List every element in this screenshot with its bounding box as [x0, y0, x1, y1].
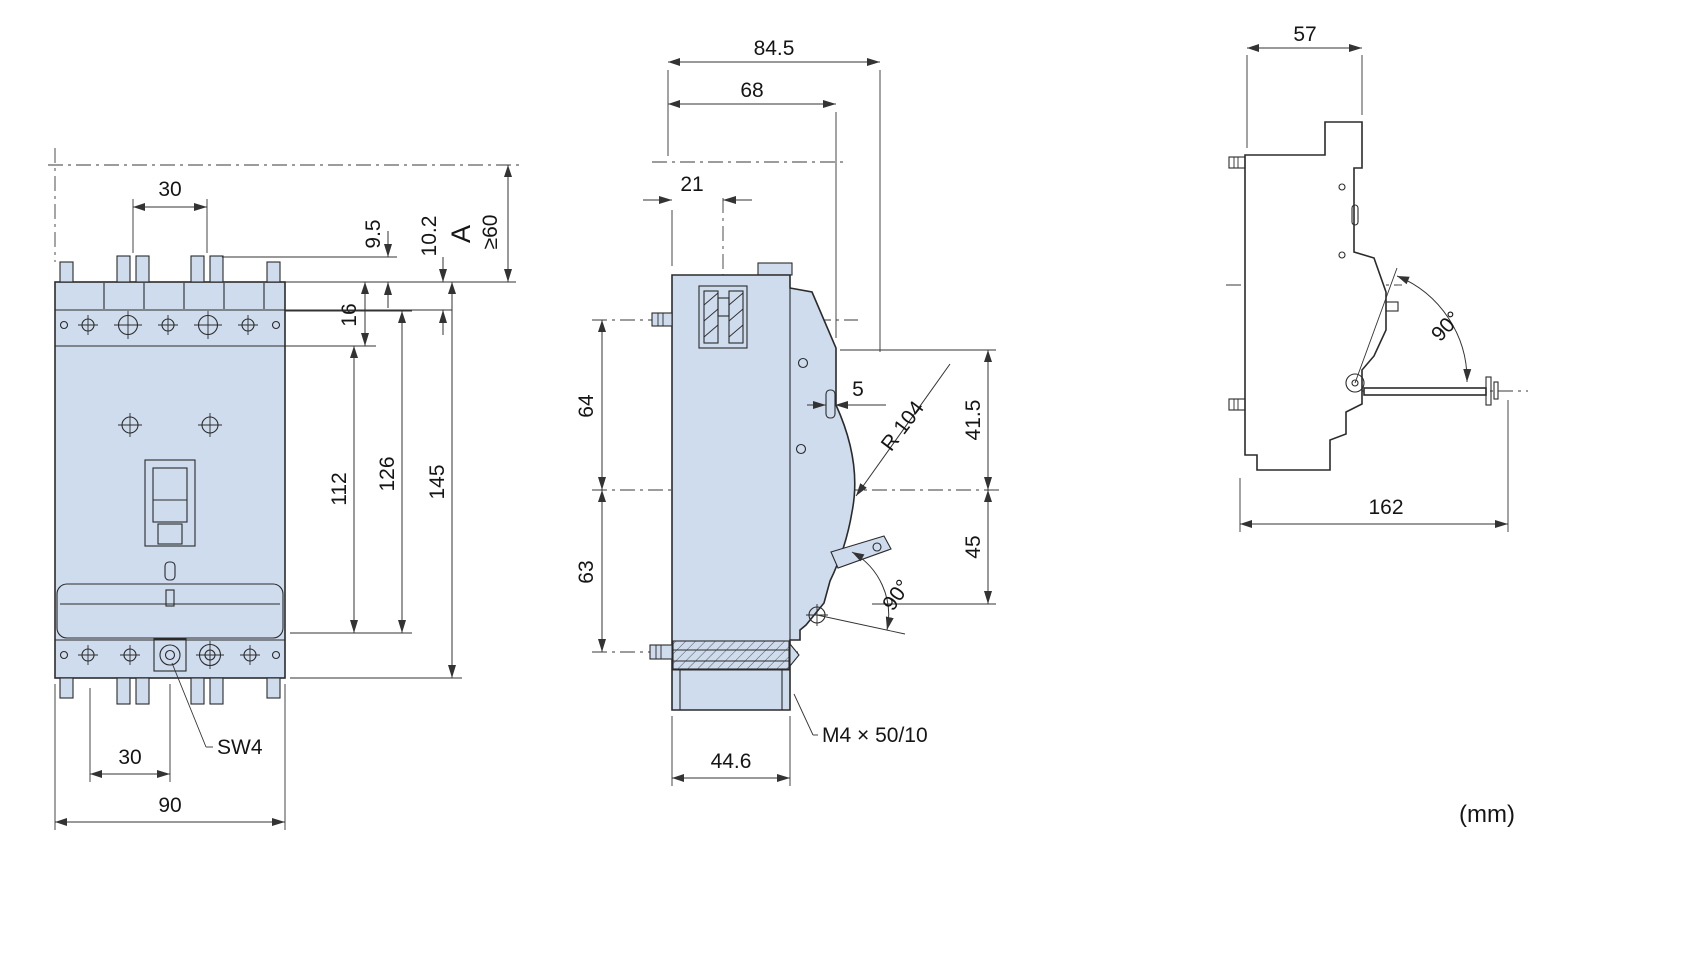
- dim-bottom-pitch: 30: [118, 746, 141, 769]
- rear-bolt-upper: [1228, 156, 1246, 169]
- unit-label: (mm): [1459, 801, 1515, 828]
- dim-21: 21: [680, 173, 703, 196]
- label-mounting-screw: M4 × 50/10: [822, 724, 928, 747]
- rear-view-body: [1228, 121, 1499, 471]
- dim-16: 16: [338, 303, 361, 326]
- middle-screws: [118, 413, 222, 437]
- handle-end-cap-2: [1493, 381, 1499, 400]
- rotary-handle: [1345, 373, 1499, 406]
- front-view-dimensions: 30 9.5 10.2 A ≥60 16 112: [54, 165, 516, 830]
- terminal-clamp: [698, 285, 748, 349]
- dim-84-5: 84.5: [754, 37, 795, 60]
- side-view: 84.5 68 21 64 63 5 R 104 4: [575, 37, 1002, 786]
- dim-63: 63: [575, 560, 598, 583]
- dim-145: 145: [426, 464, 449, 499]
- rear-view: 57 90° 162: [1226, 23, 1528, 532]
- bottom-screw-row: [59, 638, 281, 672]
- case-hole-top: [1338, 183, 1346, 191]
- trip-button: [164, 561, 176, 581]
- front-view: 30 9.5 10.2 A ≥60 16 112: [48, 148, 520, 830]
- dim-10-2: 10.2: [418, 216, 441, 257]
- handle-rod: [1363, 387, 1487, 396]
- top-lip: [757, 262, 793, 276]
- dim-top-pitch: 30: [158, 178, 181, 201]
- rear-bolt-lower: [1228, 398, 1246, 411]
- side-view-body: [649, 262, 892, 711]
- dim-width: 90: [158, 794, 181, 817]
- front-view-centerlines: [48, 148, 520, 262]
- rear-bolt-top: [651, 312, 673, 327]
- rear-bolt-bottom: [649, 644, 673, 660]
- front-face-hole-top: [797, 357, 809, 369]
- label-band: [56, 583, 284, 639]
- top-terminal-tabs: [59, 255, 281, 283]
- front-face-hole-bottom: [795, 443, 807, 455]
- dim-44-6: 44.6: [711, 750, 752, 773]
- dim-ge60: ≥60: [479, 215, 502, 250]
- case-hole-bottom: [1338, 251, 1346, 259]
- dim-9-5: 9.5: [362, 219, 385, 248]
- dim-68: 68: [740, 79, 763, 102]
- dim-126: 126: [376, 456, 399, 491]
- dim-45: 45: [962, 535, 985, 558]
- dim-41-5: 41.5: [962, 400, 985, 441]
- bottom-mounting-feet: [59, 677, 281, 705]
- case-slot: [1351, 204, 1359, 226]
- side-tab: [1385, 301, 1399, 312]
- label-sw4: SW4: [217, 736, 263, 759]
- sw4-screw: [153, 638, 187, 672]
- handle-end-cap: [1485, 376, 1492, 406]
- dim-162: 162: [1368, 496, 1403, 519]
- dim-5: 5: [852, 378, 864, 401]
- rear-body-outline: [1244, 121, 1387, 471]
- top-screw-row: [59, 311, 281, 339]
- front-view-body: [54, 255, 286, 705]
- dim-57: 57: [1293, 23, 1316, 46]
- dim-64: 64: [575, 394, 598, 418]
- dim-angle-90-side: 90°: [878, 576, 915, 615]
- toggle-handle: [144, 459, 196, 547]
- dim-112: 112: [328, 472, 351, 505]
- mounting-screw: [672, 640, 800, 670]
- dim-A: A: [446, 225, 476, 243]
